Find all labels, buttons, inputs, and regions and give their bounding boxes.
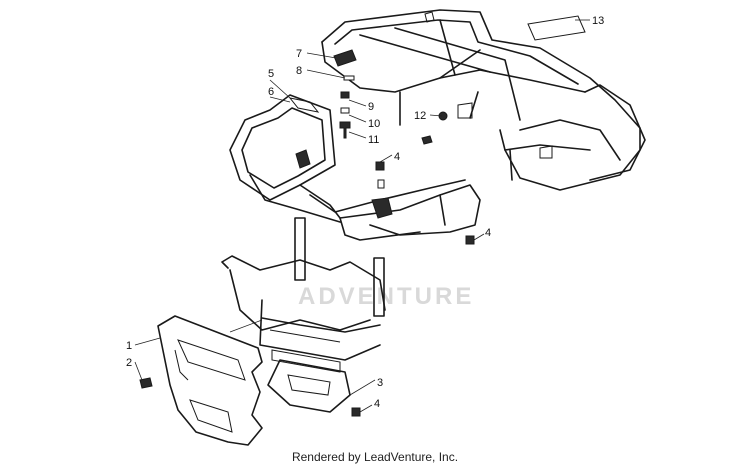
callout-13: 13 (592, 15, 604, 27)
hardware (139, 91, 475, 417)
callout-4-top: 4 (394, 151, 400, 163)
callout-4-bottom: 4 (374, 398, 380, 410)
render-credit: Rendered by LeadVenture, Inc. (291, 450, 459, 464)
leader-lines (134, 19, 590, 413)
callout-12: 12 (414, 110, 426, 122)
front-bumper (221, 217, 386, 413)
front-rack (229, 94, 481, 241)
callout-2: 2 (126, 357, 132, 369)
callout-6: 6 (268, 86, 274, 98)
callout-1: 1 (126, 340, 132, 352)
bumper-cover (157, 315, 263, 446)
callout-11: 11 (368, 134, 379, 146)
callout-7: 7 (296, 48, 302, 60)
callout-3: 3 (377, 377, 383, 389)
callout-labels: 13 7 8 5 6 9 10 11 12 4 4 1 2 3 4 (126, 15, 604, 410)
callout-9: 9 (368, 101, 374, 113)
callout-5: 5 (268, 68, 274, 80)
callout-8: 8 (296, 65, 302, 77)
callout-10: 10 (368, 118, 380, 130)
callout-4-right: 4 (485, 227, 491, 239)
rear-rack (321, 9, 646, 191)
